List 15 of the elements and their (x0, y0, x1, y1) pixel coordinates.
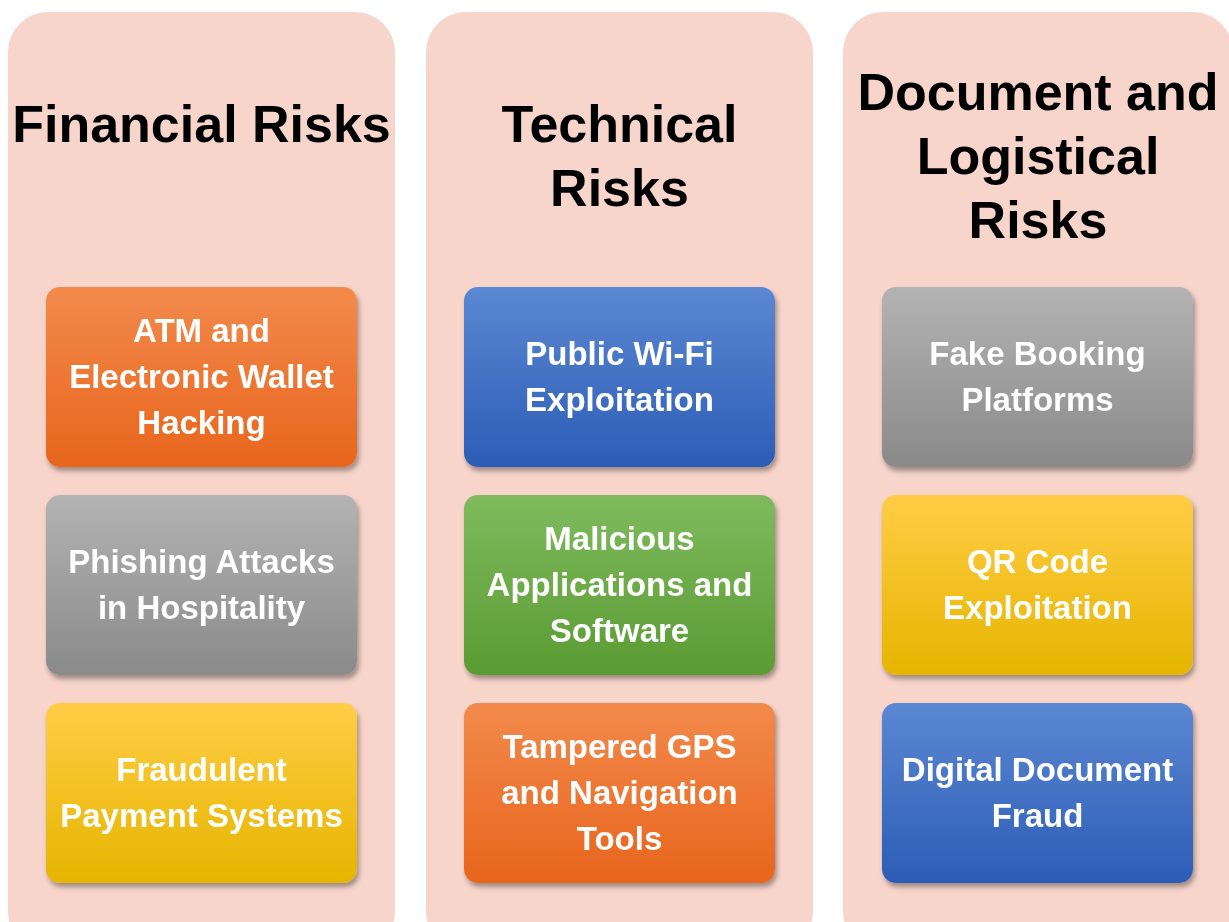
risk-box: Tampered GPS and Navigation Tools (464, 703, 775, 883)
risk-box: Fake Booking Platforms (882, 287, 1193, 467)
risk-box: QR Code Exploitation (882, 495, 1193, 675)
category-panel (8, 12, 395, 922)
category-heading: Technical Risks (500, 94, 739, 219)
category-panel (426, 12, 813, 922)
category-heading: Financial Risks (11, 94, 392, 155)
risk-box: Fraudulent Payment Systems (46, 703, 357, 883)
category-heading: Document and Logistical Risks (856, 62, 1220, 251)
risk-box: Digital Document Fraud (882, 703, 1193, 883)
risk-box: Public Wi-Fi Exploitation (464, 287, 775, 467)
risk-box: ATM and Electronic Wallet Hacking (46, 287, 357, 467)
category-panel (843, 12, 1229, 922)
risk-box: Malicious Applications and Software (464, 495, 775, 675)
risk-box: Phishing Attacks in Hospitality (46, 495, 357, 675)
